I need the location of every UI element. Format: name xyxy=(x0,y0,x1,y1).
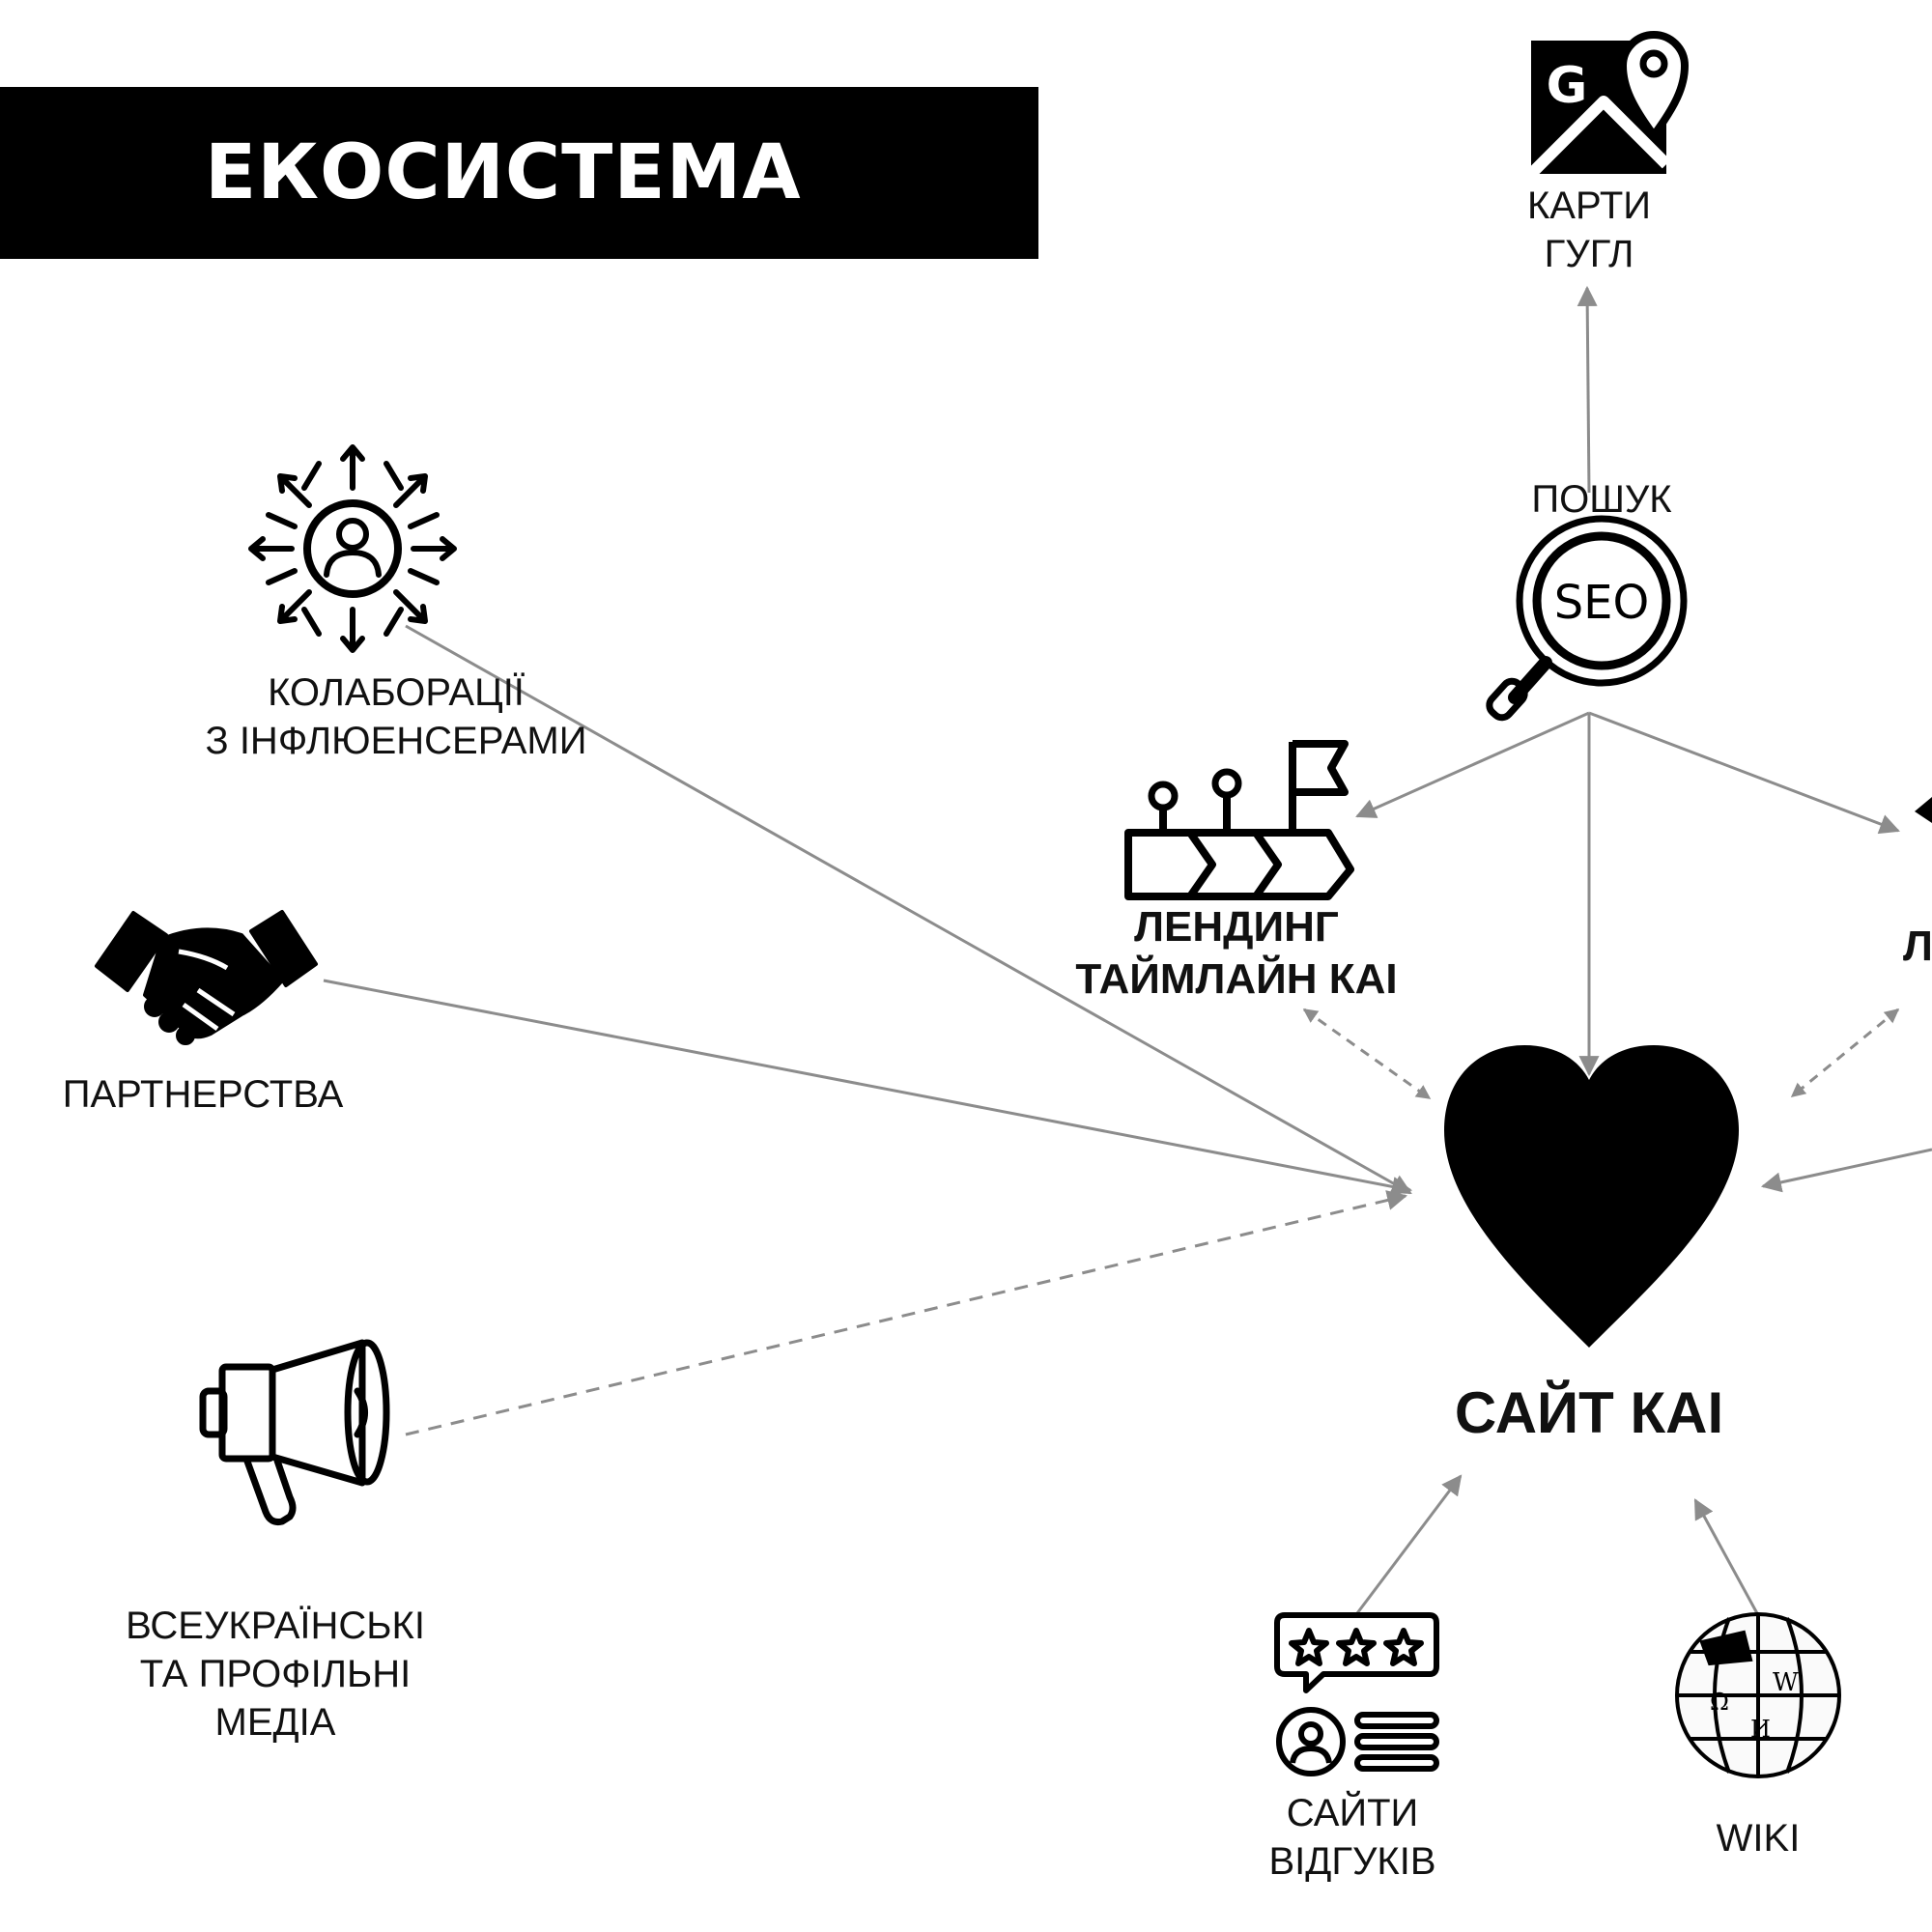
arrow-reviews-to-site xyxy=(1355,1474,1463,1614)
label-search: ПОШУК xyxy=(1531,478,1672,521)
label-landing: ЛЕНДИНГ ТАЙМЛАЙН КАІ xyxy=(1075,903,1398,1003)
label-media: ВСЕУКРАЇНСЬКІ ТА ПРОФІЛЬНІ МЕДІА xyxy=(126,1605,425,1744)
handshake-icon xyxy=(95,910,318,1045)
svg-text:И: И xyxy=(1750,1716,1771,1743)
timeline-flag-icon xyxy=(1124,740,1354,900)
label-partners: ПАРТНЕРСТВА xyxy=(62,1073,344,1116)
svg-text:W: W xyxy=(1773,1668,1799,1697)
title-banner: ЕКОСИСТЕМА xyxy=(0,87,1038,259)
arrow-media-to-site xyxy=(405,1190,1408,1436)
arrow-search-to-maps xyxy=(1577,285,1598,494)
seo-magnifier-icon: SEO xyxy=(1486,515,1688,722)
svg-text:Ω: Ω xyxy=(1710,1689,1729,1716)
label-wiki: WIKI xyxy=(1716,1817,1801,1860)
arrow-search-to-landing xyxy=(1355,711,1590,818)
label-reviews: САЙТИ ВІДГУКІВ xyxy=(1268,1792,1436,1883)
label-site: САЙТ КАІ xyxy=(1454,1380,1724,1445)
page-title: ЕКОСИСТЕМА xyxy=(205,129,802,216)
megaphone-icon xyxy=(199,1339,390,1525)
arrow-landing-site-bidirectional xyxy=(1302,1008,1432,1100)
arrow-collab-to-site xyxy=(405,624,1412,1195)
partial-right-icon xyxy=(1915,797,1932,823)
label-maps: КАРТИ ГУГЛ xyxy=(1526,185,1652,275)
heart-icon xyxy=(1444,1045,1739,1348)
arrow-search-to-right xyxy=(1588,711,1900,835)
arrow-right-to-site xyxy=(1760,1148,1932,1193)
wikipedia-globe-icon: W Ω И xyxy=(1675,1612,1841,1778)
arrow-partners-to-site xyxy=(323,979,1413,1197)
influencer-network-icon xyxy=(248,444,457,653)
label-collab: КОЛАБОРАЦІЇ З ІНФЛЮЕНСЕРАМИ xyxy=(205,671,587,762)
arrow-wiki-to-site xyxy=(1693,1498,1760,1616)
seo-text: SEO xyxy=(1554,576,1650,630)
svg-text:G: G xyxy=(1547,57,1588,115)
reviews-icon xyxy=(1274,1612,1439,1776)
label-right-partial: Л xyxy=(1903,923,1932,970)
arrow-right-site-bidirectional xyxy=(1790,1008,1900,1098)
google-maps-icon: G xyxy=(1526,31,1689,179)
